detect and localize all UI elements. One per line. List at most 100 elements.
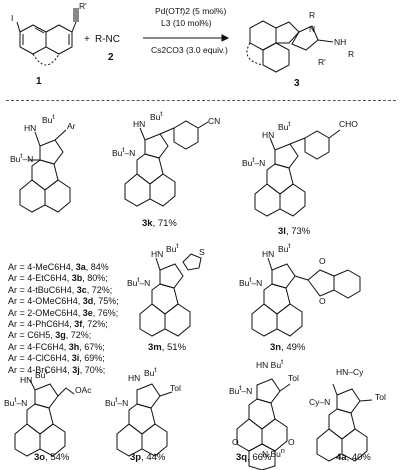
ar-formula: Ar = 4-tBuC6H4, [8, 284, 77, 295]
ar-list-row: Ar = 2-OMeC6H4, 3e, 76%; [8, 308, 119, 319]
3l-hn: HN [262, 130, 275, 140]
ar-substituent-list: Ar = 4-MeC6H4, 3a, 84%Ar = 4-EtC6H4, 3b,… [8, 262, 119, 376]
compound-id: 3g [55, 330, 66, 341]
compound-id: 3d [82, 296, 94, 307]
product-3-structure [246, 20, 334, 73]
ar-formula: Ar = 2-OMeC6H4, [8, 307, 83, 318]
3a-hn: HN [24, 123, 37, 133]
compound-yield: , 76%; [92, 307, 119, 318]
compound-id: 3j [72, 364, 80, 375]
structure-4a [316, 383, 373, 462]
catalyst-condition: Pd(OTf)2 (5 mol%) [155, 6, 227, 16]
structure-3k [124, 120, 209, 207]
compound-id: 3a [75, 262, 86, 272]
compound-id: 3f [74, 319, 83, 330]
3m-s-atom: S [199, 247, 205, 257]
ar-list-row: Ar = 4-PhC6H4, 3f, 72%; [8, 319, 119, 330]
ar-formula: Ar = C6H5, [8, 330, 56, 341]
3p-hn: HN [128, 373, 141, 383]
3a-ar: Ar [67, 121, 76, 131]
3n-n-bu-t: But–N [239, 276, 263, 288]
ar-formula: Ar = 4-BrC6H4, [8, 364, 73, 375]
ar-formula: Ar = 4-ClC6H4, [8, 353, 72, 364]
structure-3a-3j [19, 129, 71, 213]
product-nh-r: R [348, 49, 355, 59]
3q-yield-label: 3q, 66% [236, 452, 272, 463]
compound-yield: , 72%; [65, 330, 92, 341]
reactant-2-label: 2 [108, 52, 114, 63]
base-condition: Cs2CO3 (3.0 equiv.) [151, 45, 228, 55]
3o-bu-t: But [35, 368, 48, 380]
structure-3n [251, 257, 361, 337]
3p-n-bu-t: But–N [105, 396, 129, 408]
plus-sign: + [84, 34, 90, 45]
3p-tol: Tol [170, 383, 181, 393]
3q-n-bu-n: N Bun [262, 447, 285, 459]
iodine-atom: I [11, 13, 14, 23]
compound-id: 3c [76, 284, 87, 295]
ar-list-row: Ar = 4-EtC6H4, 3b, 80%; [8, 273, 119, 284]
3p-yield-label: 3p, 44% [130, 452, 166, 463]
compound-id: 3h [68, 341, 80, 352]
structure-3m [139, 253, 202, 337]
compound-yield: , 72%; [82, 319, 108, 330]
3n-o-top: O [319, 256, 326, 266]
3k-yield-label: 3k, 71% [142, 218, 177, 229]
reactant-1-structure [16, 8, 79, 66]
3m-bu-t: But [166, 242, 179, 254]
compound-yield: , 67%; [79, 341, 105, 352]
3o-oac: OAc [75, 385, 92, 395]
compound-yield: , 75%; [93, 296, 119, 307]
ar-list-row: Ar = 4-tBuC6H4, 3c, 72%; [8, 285, 119, 296]
3n-hn: HN [262, 249, 275, 259]
compound-id: 3e [82, 307, 93, 318]
product-nh-label: NH [334, 37, 347, 47]
3l-n-bu-t: But–N [242, 156, 266, 168]
product-r-label: R [309, 10, 316, 20]
reactant-2-formula: R-NC [95, 34, 120, 45]
4a-hn-cy: HN–Cy [336, 367, 364, 377]
compound-id: 3b [71, 273, 83, 284]
structure-3p [116, 383, 173, 457]
product-r-prime: R' [318, 57, 326, 67]
3k-hn: HN [133, 119, 146, 129]
3q-hn: HN But [256, 358, 284, 370]
3q-o-left: O [232, 437, 239, 447]
3o-n-bu-t: But–N [4, 396, 28, 408]
3k-bu-t: But [150, 110, 163, 122]
compound-id: 3i [71, 353, 80, 364]
ar-formula: Ar = 4-PhC6H4, [8, 319, 75, 330]
ar-formula: Ar = 4-EtC6H4, [8, 273, 72, 284]
ar-formula: Ar = 4-FC6H4, [8, 341, 69, 352]
structure-3q [236, 378, 291, 470]
ar-list-row: Ar = 4-OMeC6H4, 3d, 75%; [8, 296, 119, 307]
reactant-1-label: 1 [36, 76, 42, 87]
3l-cho: CHO [339, 119, 358, 129]
ar-list-row: Ar = 4-BrC6H4, 3j, 70%; [8, 365, 119, 376]
3q-o-right: O [288, 437, 295, 447]
compound-yield: , 84% [85, 262, 109, 272]
compound-yield: , 80%; [82, 273, 108, 284]
3q-n-bu-t: But–N [229, 384, 253, 396]
3m-hn: HN [151, 249, 164, 259]
product-n-atom: N [309, 24, 316, 34]
3q-tol: Tol [288, 373, 299, 383]
3l-yield-label: 3l, 73% [278, 226, 311, 237]
3k-n-bu-t: But–N [112, 146, 136, 158]
3n-bu-t: But [278, 242, 291, 254]
compound-yield: , 70%; [79, 364, 106, 375]
3a-n-bu-t: But–N [10, 152, 34, 164]
4a-yield-label: 4a, 40% [336, 452, 371, 463]
3l-bu-t: But [278, 120, 291, 132]
ar-formula: Ar = 4-OMeC6H4, [8, 296, 83, 307]
3m-n-bu-t: But–N [127, 276, 151, 288]
compound-yield: , 72%; [86, 284, 113, 295]
ar-formula: Ar = 4-MeC6H4, [8, 262, 76, 272]
3p-bu-t: But [144, 366, 157, 378]
r-prime-substituent: R' [79, 1, 87, 11]
ligand-condition: L3 (10 mol%) [161, 18, 212, 28]
compound-yield: , 69%; [79, 353, 105, 364]
ar-list-row: Ar = 4-ClC6H4, 3i, 69%; [8, 353, 119, 364]
